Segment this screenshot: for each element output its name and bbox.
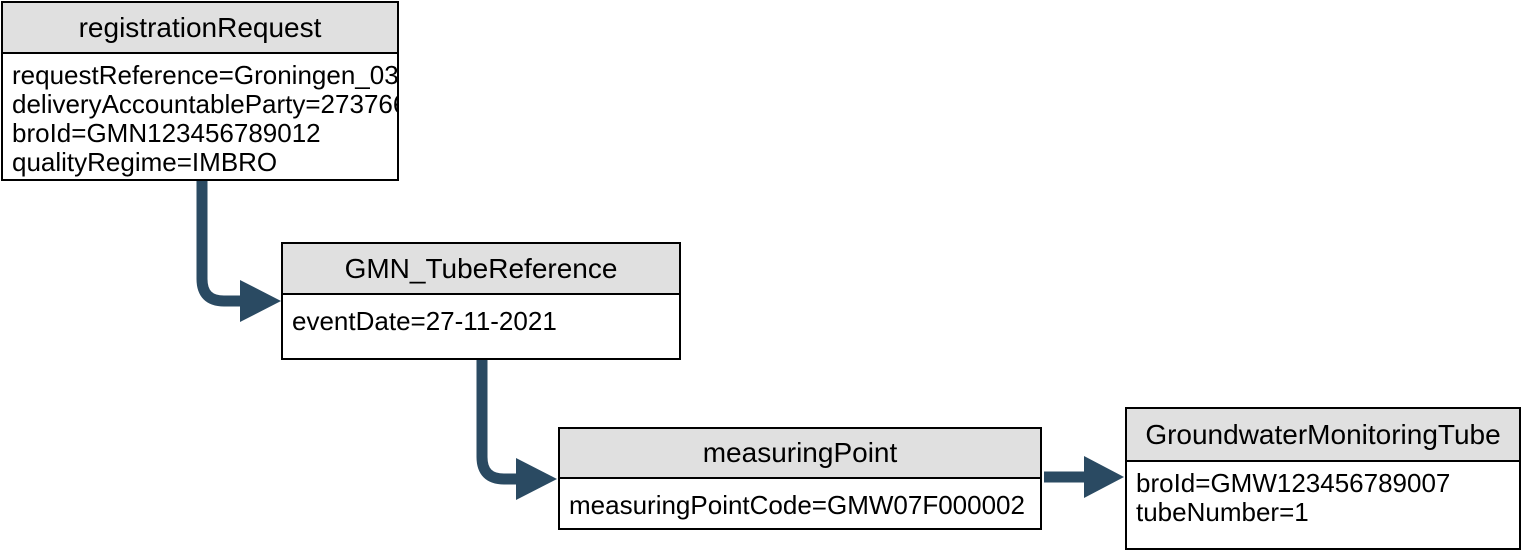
node-attributes: measuringPointCode=GMW07F000002 [560,479,1040,528]
node-title: measuringPoint [560,429,1040,479]
node-attributes: eventDate=27-11-2021 [283,295,679,358]
node-title: registrationRequest [3,3,397,54]
arrowhead-registration-to-tube-reference [240,280,281,322]
attribute-line: deliveryAccountableParty=27376655 [12,89,397,119]
arrowhead-measuring-point-to-monitoring-tube [1084,456,1124,498]
node-attributes: requestReference=Groningen_03 deliveryAc… [3,54,397,179]
node-title: GMN_TubeReference [283,244,679,295]
attribute-line: requestReference=Groningen_03 [12,60,397,90]
attribute-line: broId=GMW123456789007 [1136,468,1451,498]
node-title: GroundwaterMonitoringTube [1127,409,1519,462]
arrowhead-tube-reference-to-measuring-point [516,458,557,500]
attribute-line: tubeNumber=1 [1136,497,1309,527]
attribute-line: qualityRegime=IMBRO [12,147,278,177]
attribute-line: broId=GMN123456789012 [12,118,321,148]
node-measuring-point: measuringPoint measuringPointCode=GMW07F… [558,427,1042,530]
node-groundwater-monitoring-tube: GroundwaterMonitoringTube broId=GMW12345… [1125,407,1521,550]
node-attributes: broId=GMW123456789007 tubeNumber=1 [1127,462,1519,548]
attribute-line: measuringPointCode=GMW07F000002 [569,490,1025,520]
node-gmn-tube-reference: GMN_TubeReference eventDate=27-11-2021 [281,242,681,360]
attribute-line: eventDate=27-11-2021 [292,306,557,336]
node-registration-request: registrationRequest requestReference=Gro… [1,1,399,181]
connector-registration-to-tube-reference [196,181,242,307]
connector-tube-reference-to-measuring-point [476,360,518,485]
